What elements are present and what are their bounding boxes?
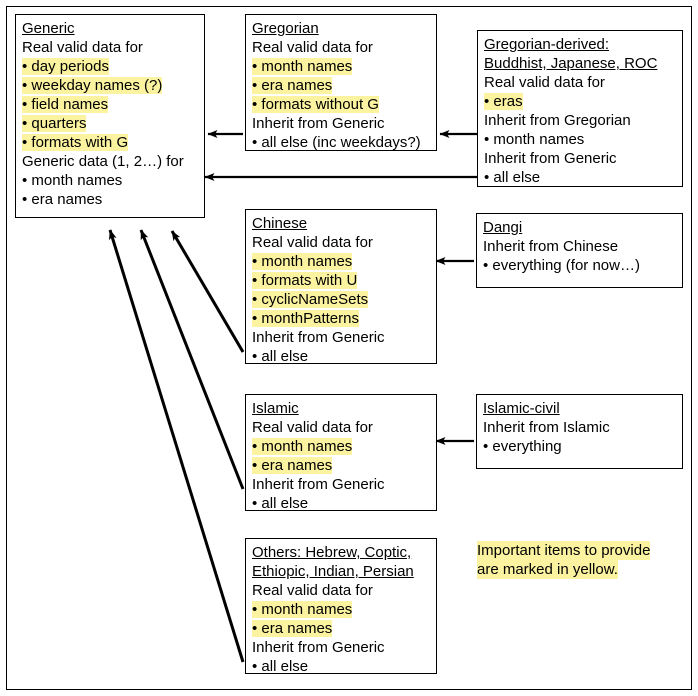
box-generic-line-2: weekday names (?) <box>22 76 199 95</box>
box-others[interactable]: Others: Hebrew, Coptic, Ethiopic, Indian… <box>245 538 437 676</box>
box-generic[interactable]: Generic Real valid data for day periods … <box>15 14 205 218</box>
box-islamic-civil-line-1: everything <box>483 437 677 456</box>
box-gregorian-derived-line-5: all else <box>484 168 677 187</box>
box-gregorian-line-2: era names <box>252 76 431 95</box>
box-islamic-title: Islamic <box>252 400 299 417</box>
box-others-line-0: Real valid data for <box>252 582 373 599</box>
box-gregorian-derived-title2: Buddhist, Japanese, ROC <box>484 55 658 72</box>
legend-note-line-1: are marked in yellow. <box>477 560 618 579</box>
box-gregorian-derived-line-4: Inherit from Generic <box>484 150 617 167</box>
box-generic-line-4: quarters <box>22 114 199 133</box>
box-generic-line-1: day periods <box>22 57 199 76</box>
box-gregorian-line-0: Real valid data for <box>252 39 373 56</box>
box-gregorian-line-1: month names <box>252 57 431 76</box>
box-others-line-4: all else <box>252 657 431 676</box>
box-others-line-1: month names <box>252 600 431 619</box>
box-islamic-line-3: Inherit from Generic <box>252 476 385 493</box>
box-others-line-2: era names <box>252 619 431 638</box>
box-gregorian-line-5: all else (inc weekdays?) <box>252 133 431 152</box>
box-generic-line-0: Real valid data for <box>22 39 143 56</box>
box-others-title: Others: Hebrew, Coptic, <box>252 544 412 561</box>
box-chinese[interactable]: Chinese Real valid data for month names … <box>245 209 437 366</box>
box-islamic-civil[interactable]: Islamic-civil Inherit from Islamic every… <box>476 394 683 469</box>
box-islamic-line-4: all else <box>252 494 431 513</box>
box-gregorian-derived[interactable]: Gregorian-derived: Buddhist, Japanese, R… <box>477 30 683 187</box>
box-islamic[interactable]: Islamic Real valid data for month names … <box>245 394 437 513</box>
legend-note-line-0: Important items to provide <box>477 541 651 560</box>
box-chinese-line-0: Real valid data for <box>252 234 373 251</box>
box-chinese-title: Chinese <box>252 215 308 232</box>
box-others-line-3: Inherit from Generic <box>252 639 385 656</box>
box-chinese-line-3: cyclicNameSets <box>252 290 431 309</box>
box-gregorian-derived-line-2: Inherit from Gregorian <box>484 112 631 129</box>
legend-note: Important items to provide are marked in… <box>477 541 692 579</box>
box-chinese-line-6: all else <box>252 347 431 366</box>
box-others-title2: Ethiopic, Indian, Persian <box>252 563 414 580</box>
box-chinese-line-4: monthPatterns <box>252 309 431 328</box>
box-generic-line-3: field names <box>22 95 199 114</box>
box-generic-line-7: month names <box>22 171 199 190</box>
box-islamic-line-2: era names <box>252 456 431 475</box>
box-dangi-line-0: Inherit from Chinese <box>483 238 619 255</box>
box-gregorian-line-4: Inherit from Generic <box>252 115 385 132</box>
box-dangi-line-1: everything (for now…) <box>483 256 677 275</box>
box-gregorian-derived-line-1: eras <box>484 92 677 111</box>
box-gregorian-derived-line-0: Real valid data for <box>484 74 605 91</box>
box-dangi[interactable]: Dangi Inherit from Chinese everything (f… <box>476 213 683 288</box>
box-generic-line-8: era names <box>22 190 199 209</box>
box-chinese-line-5: Inherit from Generic <box>252 329 385 346</box>
box-chinese-line-1: month names <box>252 252 431 271</box>
page-outer-border <box>6 6 692 690</box>
box-gregorian-derived-line-3: month names <box>484 130 677 149</box>
box-gregorian-derived-title: Gregorian-derived: <box>484 36 610 53</box>
box-dangi-title: Dangi <box>483 219 523 236</box>
box-islamic-line-0: Real valid data for <box>252 419 373 436</box>
box-gregorian-title: Gregorian <box>252 20 319 37</box>
box-generic-title: Generic <box>22 20 75 37</box>
box-gregorian[interactable]: Gregorian Real valid data for month name… <box>245 14 437 151</box>
box-generic-line-5: formats with G <box>22 133 199 152</box>
box-islamic-civil-line-0: Inherit from Islamic <box>483 419 610 436</box>
box-chinese-line-2: formats with U <box>252 271 431 290</box>
box-islamic-civil-title: Islamic-civil <box>483 400 560 417</box>
box-islamic-line-1: month names <box>252 437 431 456</box>
box-gregorian-line-3: formats without G <box>252 95 431 114</box>
box-generic-line-6: Generic data (1, 2…) for <box>22 153 184 170</box>
